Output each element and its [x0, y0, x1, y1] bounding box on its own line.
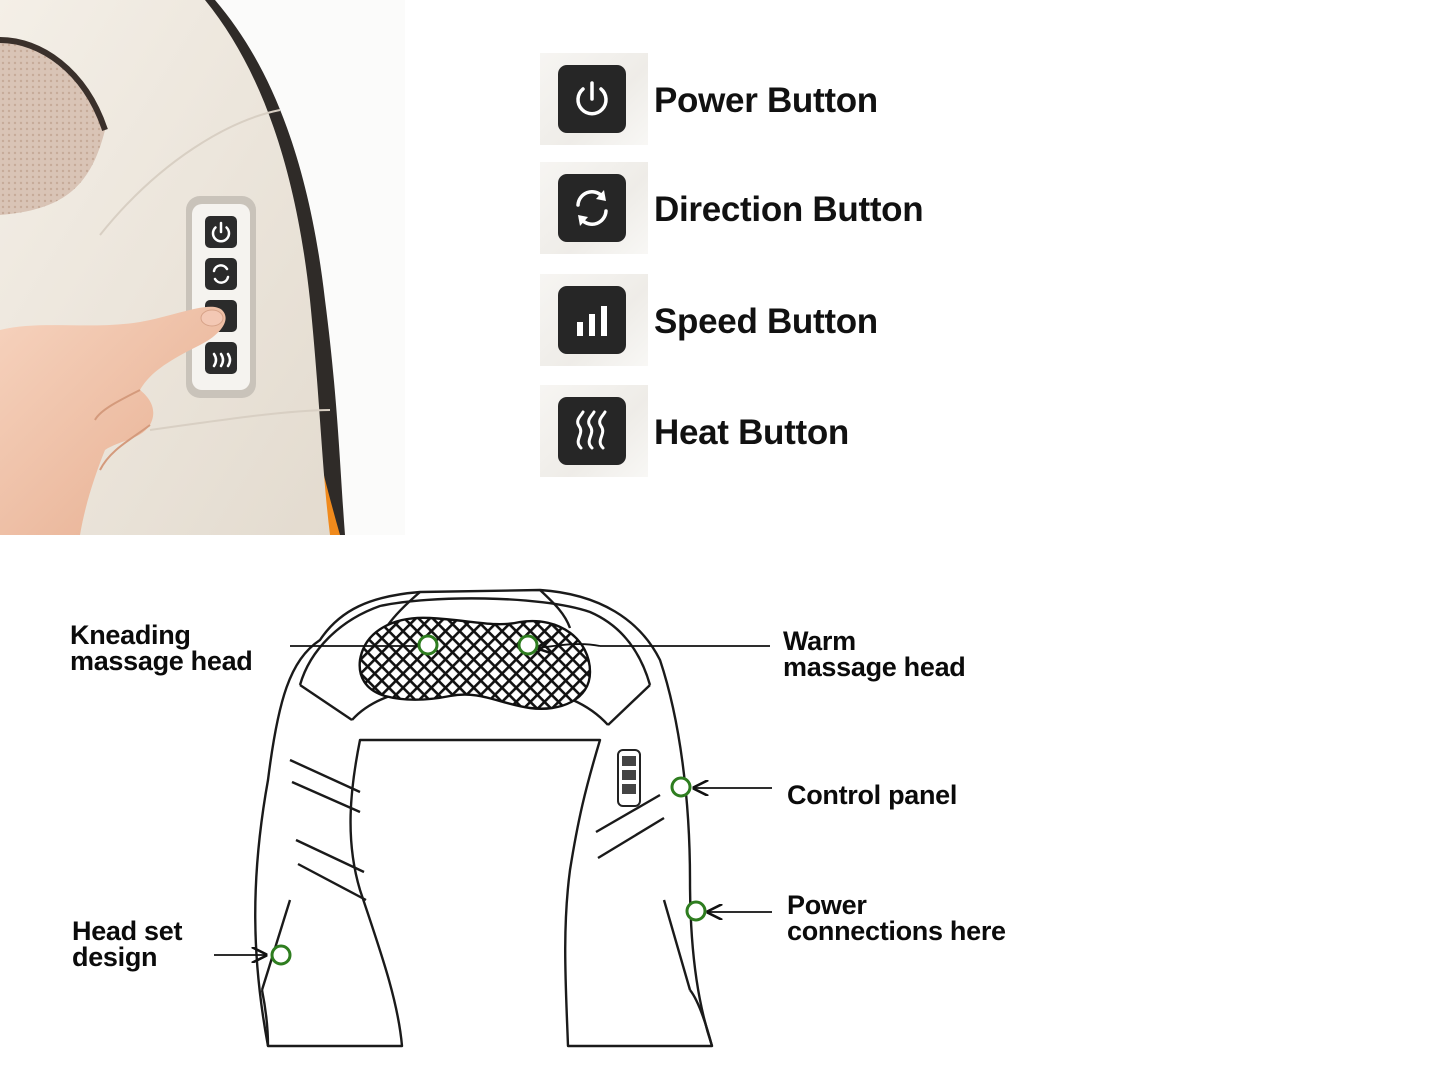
- head-set-design-callout: Head set design: [72, 916, 183, 972]
- mini-control-panel: [617, 749, 641, 807]
- warm-massage-head-callout: Warm massage head: [783, 626, 966, 682]
- massager-photo-illustration: [0, 0, 405, 535]
- power-connection-marker: [685, 900, 707, 922]
- legend-row-heat: Heat Button: [540, 385, 1020, 477]
- callout-line: Warm: [783, 626, 856, 656]
- power-icon: [558, 65, 626, 133]
- direction-button-label: Direction Button: [654, 190, 924, 229]
- speed-icon: [558, 286, 626, 354]
- callout-line: Kneading: [70, 620, 191, 650]
- power-button-label: Power Button: [654, 81, 878, 120]
- massager-outline: [214, 588, 772, 1048]
- control-panel-marker: [670, 776, 692, 798]
- legend-row-direction: Direction Button: [540, 162, 1020, 254]
- product-photo: [0, 0, 405, 535]
- callout-line: Control panel: [787, 780, 958, 810]
- headset-marker: [270, 944, 292, 966]
- speed-button-label: Speed Button: [654, 302, 878, 341]
- control-panel-callout: Control panel: [787, 780, 958, 810]
- lattice-massage-pad: [358, 616, 592, 710]
- massager-diagram: Kneading massage head Warm massage head …: [0, 570, 1440, 1080]
- kneading-massage-head-callout: Kneading massage head: [70, 620, 253, 676]
- callout-line: Power: [787, 890, 867, 920]
- callout-line: massage head: [70, 646, 253, 676]
- callout-line: design: [72, 942, 158, 972]
- heat-button-label: Heat Button: [654, 413, 850, 452]
- warm-head-marker: [517, 634, 539, 656]
- callout-line: massage head: [783, 652, 966, 682]
- direction-icon: [558, 174, 626, 242]
- power-connections-callout: Power connections here: [787, 890, 1006, 946]
- callout-line: Head set: [72, 916, 183, 946]
- callout-line: connections here: [787, 916, 1006, 946]
- kneading-head-marker: [417, 634, 439, 656]
- legend-row-speed: Speed Button: [540, 274, 1020, 366]
- heat-icon: [558, 397, 626, 465]
- legend-row-power: Power Button: [540, 53, 1020, 145]
